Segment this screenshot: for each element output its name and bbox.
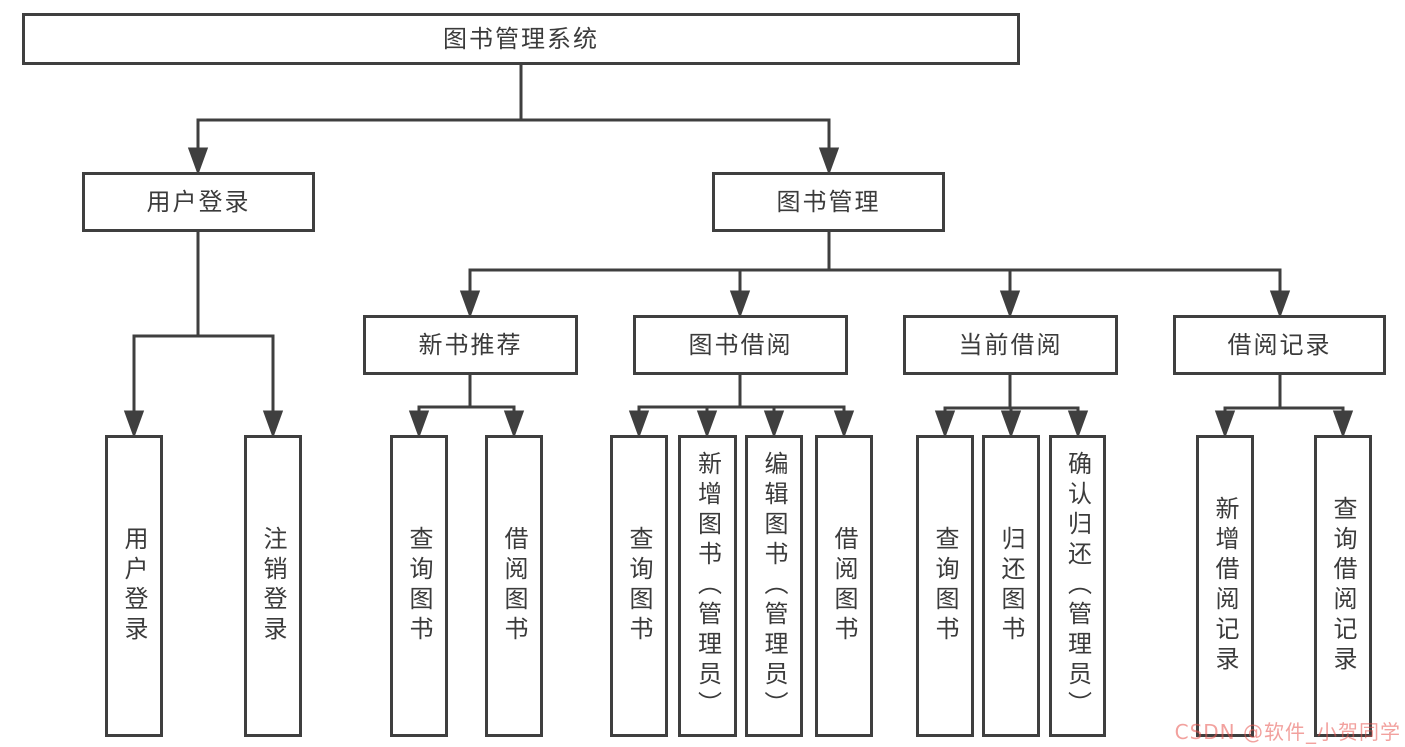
node-user-login: 用户登录 [82,172,315,232]
leaf-add-borrow-record: 新增借阅记录 [1196,435,1254,737]
leaf-query-borrow-record: 查询借阅记录 [1314,435,1372,737]
leaf-logout: 注销登录 [244,435,302,737]
node-label: 编辑图书（管理员） [760,451,788,721]
node-label: 查询图书 [625,526,653,646]
node-current-borrowing: 当前借阅 [903,315,1118,375]
node-label: 查询图书 [931,526,959,646]
leaf-user-login: 用户登录 [105,435,163,737]
leaf-edit-books-admin: 编辑图书（管理员） [745,435,803,737]
node-label: 归还图书 [997,526,1025,646]
node-label: 注销登录 [259,526,287,646]
node-label: 借阅图书 [500,526,528,646]
csdn-watermark: CSDN @软件_小贺同学 [1174,720,1401,744]
leaf-query-books-current: 查询图书 [916,435,974,737]
node-label: 图书管理 [776,188,881,216]
leaf-return-books: 归还图书 [982,435,1040,737]
node-label: 借阅图书 [830,526,858,646]
node-book-borrowing: 图书借阅 [633,315,848,375]
leaf-query-books-recommend: 查询图书 [390,435,448,737]
node-label: 借阅记录 [1227,331,1332,359]
leaf-query-books-borrow: 查询图书 [610,435,668,737]
node-label: 图书借阅 [688,331,793,359]
node-library-management-system: 图书管理系统 [22,13,1020,65]
node-label: 当前借阅 [958,331,1063,359]
node-book-management: 图书管理 [712,172,945,232]
leaf-add-books-admin: 新增图书（管理员） [678,435,737,737]
leaf-borrow-books-recommend: 借阅图书 [485,435,543,737]
node-label: 查询图书 [405,526,433,646]
node-label: 用户登录 [120,526,148,646]
node-label: 用户登录 [146,188,251,216]
node-label: 图书管理系统 [443,25,599,53]
node-label: 新书推荐 [418,331,523,359]
node-label: 确认归还（管理员） [1063,451,1092,721]
node-label: 查询借阅记录 [1329,496,1357,676]
leaf-confirm-return-admin: 确认归还（管理员） [1049,435,1106,737]
node-new-book-recommendation: 新书推荐 [363,315,578,375]
node-label: 新增借阅记录 [1211,496,1239,676]
node-label: 新增图书（管理员） [693,451,722,721]
node-borrowing-records: 借阅记录 [1173,315,1386,375]
leaf-borrow-books: 借阅图书 [815,435,873,737]
